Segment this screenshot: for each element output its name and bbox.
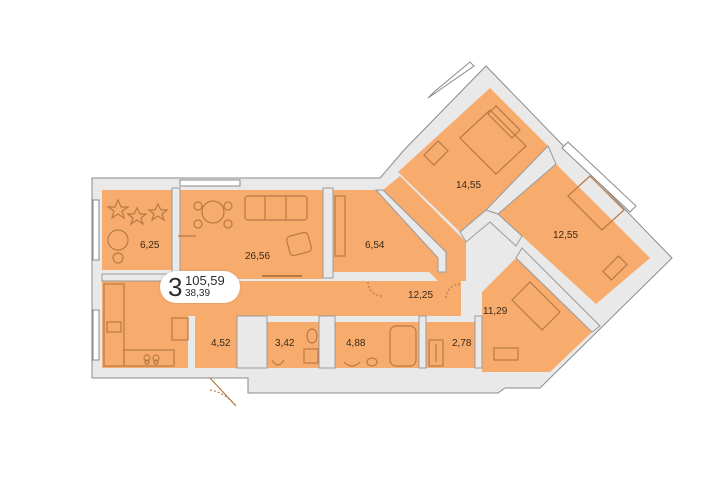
table-icon xyxy=(201,200,225,224)
area-label-hallway: 12,25 xyxy=(408,290,434,301)
total-area: 105,59 xyxy=(185,273,225,288)
area-label-hall-1: 4,52 xyxy=(211,338,231,349)
bed-icon xyxy=(511,281,561,331)
room-storage xyxy=(426,322,475,368)
room-bedroom-3 xyxy=(482,258,592,372)
room-bedroom-1 xyxy=(398,88,548,232)
stove-icon xyxy=(143,354,160,365)
area-label-dressing: 6,54 xyxy=(365,240,385,251)
area-label-bedroom-2: 12,55 xyxy=(553,230,579,241)
desk-icon xyxy=(602,255,628,281)
desk-icon xyxy=(493,347,519,361)
sofa-icon xyxy=(244,195,308,221)
table-icon xyxy=(107,229,129,251)
furniture xyxy=(103,105,628,407)
star-icon xyxy=(106,198,169,226)
bed-icon xyxy=(567,175,625,231)
desk-icon xyxy=(423,140,449,166)
area-label-bathroom: 4,88 xyxy=(346,338,366,349)
area-label-bedroom-1: 14,55 xyxy=(456,180,482,191)
area-label-kitchen-living: 26,56 xyxy=(245,251,271,262)
area-label-storage: 2,78 xyxy=(452,338,472,349)
room-hall-1 xyxy=(195,306,237,368)
area-label-bedroom-3: 11,29 xyxy=(483,306,508,317)
interior-walls xyxy=(101,145,601,369)
sink-icon xyxy=(271,359,285,366)
living-area: 38,39 xyxy=(185,288,211,299)
bed-icon xyxy=(459,109,527,175)
area-label-wc: 3,42 xyxy=(275,338,295,349)
room-kitchen-living xyxy=(180,190,323,279)
apartment-summary-badge: 3 105,59 38,39 xyxy=(160,271,240,303)
toilet-icon xyxy=(306,328,318,344)
sink-icon xyxy=(106,321,122,333)
windows xyxy=(92,61,637,361)
room-bedroom-2 xyxy=(498,164,650,304)
room-count: 3 xyxy=(168,272,183,302)
bathtub-icon xyxy=(389,325,417,367)
area-label-kids-corner: 6,25 xyxy=(140,240,160,251)
